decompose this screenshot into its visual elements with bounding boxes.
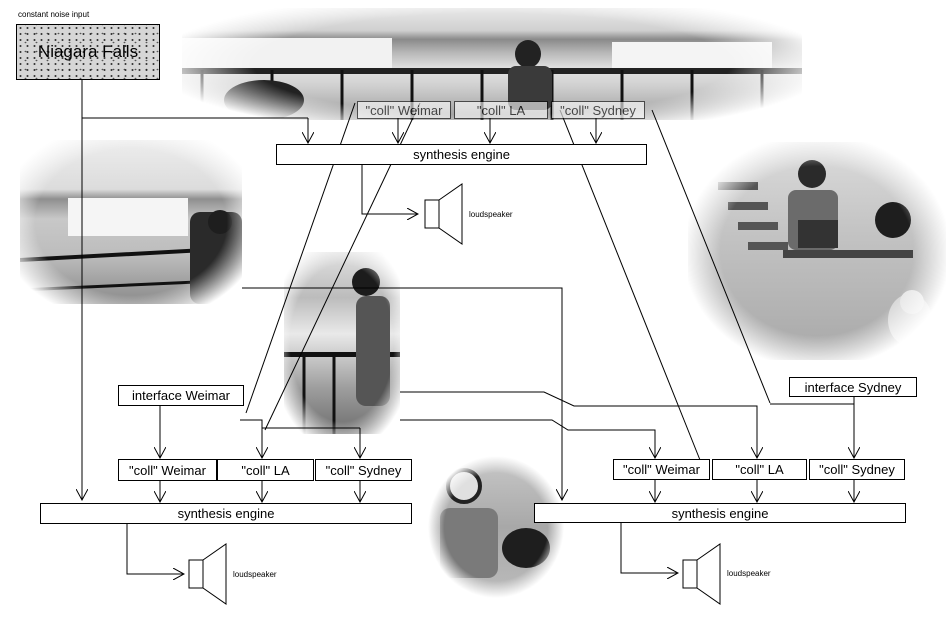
left-interface: interface Weimar <box>118 385 244 406</box>
niagara-falls-photo <box>20 140 242 304</box>
top-synthesis-engine: synthesis engine <box>276 144 647 165</box>
top-loudspeaker-label: loudspeaker <box>469 210 513 219</box>
right-interface: interface Sydney <box>789 377 917 397</box>
left-loudspeaker-label: loudspeaker <box>233 570 277 579</box>
noise-source-caption: constant noise input <box>18 10 90 19</box>
performer-with-headphones-photo <box>428 456 564 598</box>
top-loudspeaker-icon <box>424 183 463 245</box>
right-coll-la: "coll" LA <box>712 459 807 480</box>
left-synthesis-engine: synthesis engine <box>40 503 412 524</box>
noise-source-box: Niagara Falls <box>16 24 160 80</box>
left-coll-weimar: "coll" Weimar <box>118 459 217 481</box>
right-coll-weimar: "coll" Weimar <box>613 459 710 480</box>
performer-at-railing-photo <box>284 252 400 434</box>
left-coll-la: "coll" LA <box>217 459 314 481</box>
performer-with-laptop-cafe-photo <box>688 142 946 360</box>
top-coll-la: "coll" LA <box>454 101 548 119</box>
right-coll-sydney: "coll" Sydney <box>809 459 905 480</box>
left-coll-sydney: "coll" Sydney <box>315 459 412 481</box>
right-synthesis-engine: synthesis engine <box>534 503 906 523</box>
top-coll-sydney: "coll" Sydney <box>551 101 645 119</box>
left-loudspeaker-icon <box>188 543 227 605</box>
top-coll-weimar: "coll" Weimar <box>357 101 451 119</box>
noise-source-label: Niagara Falls <box>37 42 139 61</box>
right-loudspeaker-icon <box>682 543 721 605</box>
right-loudspeaker-label: loudspeaker <box>727 569 771 578</box>
